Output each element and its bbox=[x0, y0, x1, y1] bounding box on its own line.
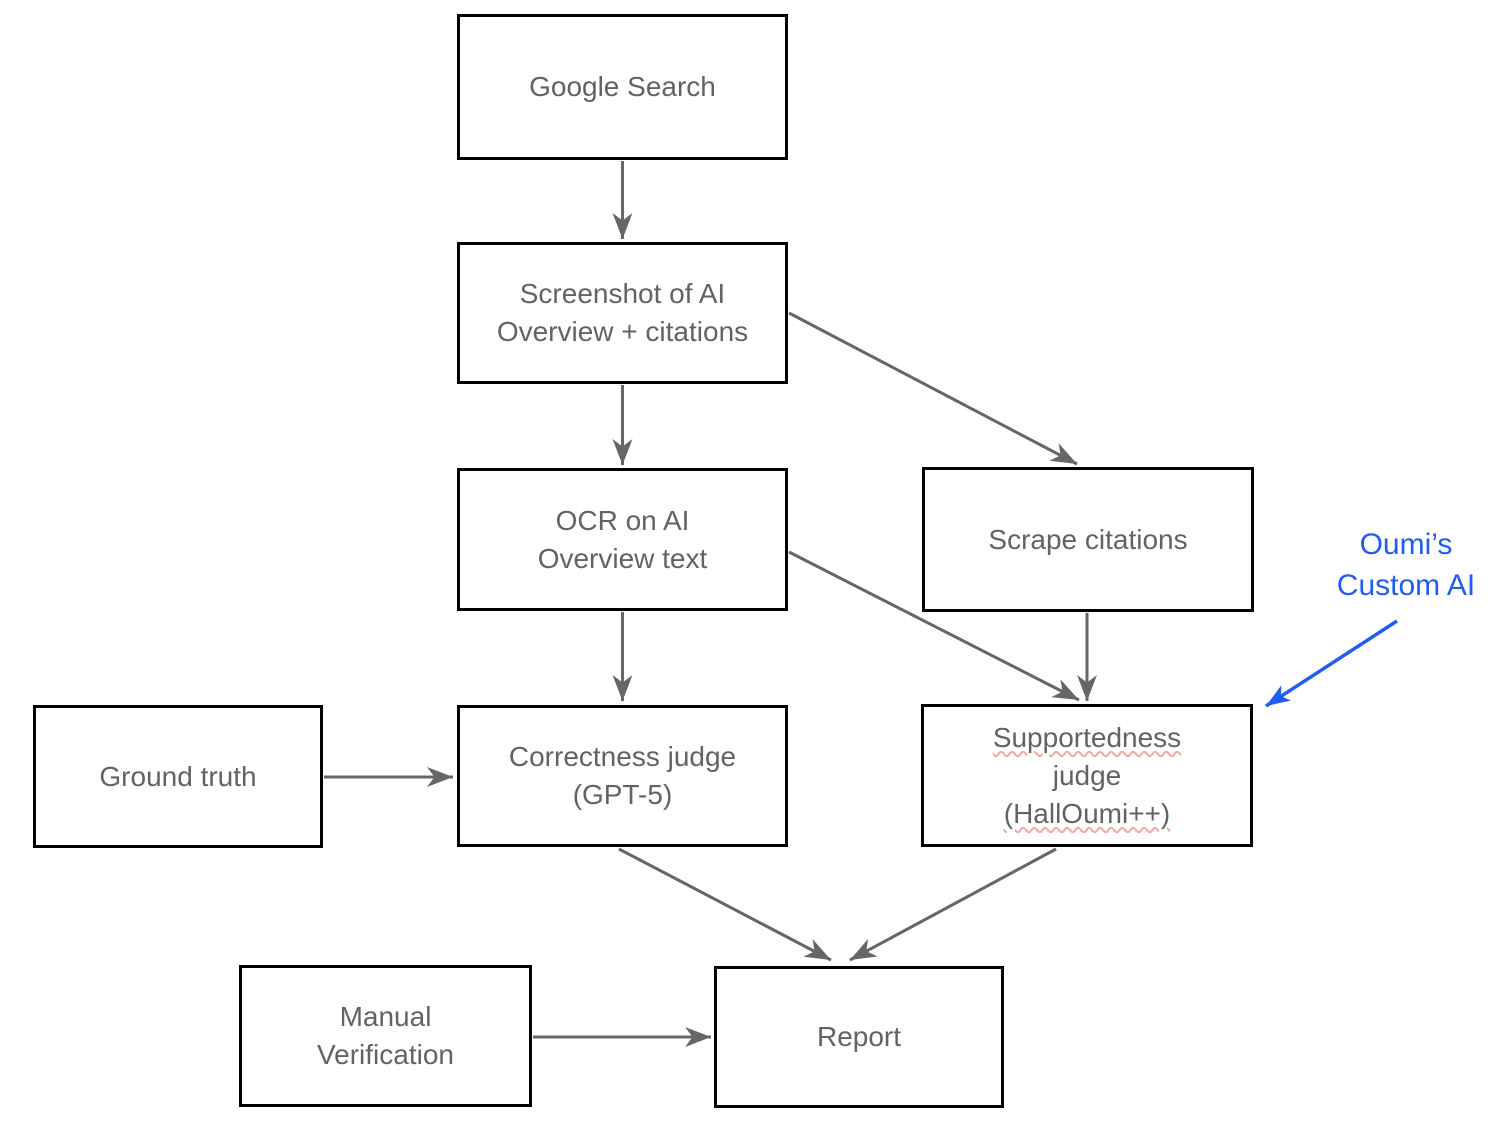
node-ocr-ai-overview-label: OCR on AI Overview text bbox=[538, 502, 708, 578]
arrow-correctness-judge-to-report bbox=[618, 847, 832, 962]
node-google-search-text: Google Search bbox=[529, 71, 716, 102]
node-correctness-line-2: (GPT-5) bbox=[572, 779, 673, 810]
node-correctness-judge: Correctness judge (GPT-5) bbox=[457, 705, 788, 847]
node-supportedness-line-2: judge bbox=[1052, 759, 1122, 791]
node-report-label: Report bbox=[817, 1018, 901, 1056]
node-supportedness-line-3: (HallOumi++) bbox=[1003, 797, 1171, 829]
node-ocr-line-2: Overview text bbox=[537, 542, 708, 574]
node-ground-truth-text: Ground truth bbox=[99, 760, 257, 792]
annotation-line-2: Custom AI bbox=[1336, 569, 1476, 602]
node-screenshot-line-2: Overview + citations bbox=[496, 316, 749, 347]
arrow-supportedness-judge-to-report bbox=[849, 847, 1057, 962]
node-ground-truth: Ground truth bbox=[33, 705, 323, 848]
node-manual-line-2: Verification bbox=[317, 1039, 454, 1070]
node-manual-verification: Manual Verification bbox=[239, 965, 532, 1107]
node-scrape-citations-label: Scrape citations bbox=[988, 521, 1187, 559]
node-ground-truth-label: Ground truth bbox=[99, 758, 256, 796]
node-scrape-citations-text: Scrape citations bbox=[988, 523, 1188, 555]
node-google-search: Google Search bbox=[457, 14, 788, 160]
annotation-oumis-custom-ai: Oumi’s Custom AI bbox=[1300, 524, 1512, 606]
node-manual-verification-label: Manual Verification bbox=[317, 998, 454, 1074]
node-report: Report bbox=[714, 966, 1004, 1108]
arrow-ocr-to-supportedness-judge bbox=[788, 550, 1080, 702]
node-manual-line-1: Manual bbox=[339, 1001, 432, 1032]
arrow-screenshot-to-scrape-citations bbox=[788, 311, 1078, 466]
annotation-line-1: Oumi’s bbox=[1359, 528, 1453, 561]
node-supportedness-judge-label: Supportedness judge (HallOumi++) bbox=[993, 719, 1181, 833]
node-ocr-line-1: OCR on AI bbox=[555, 504, 690, 536]
node-google-search-label: Google Search bbox=[529, 68, 716, 106]
node-screenshot-ai-overview-label: Screenshot of AI Overview + citations bbox=[497, 275, 748, 351]
node-supportedness-line-1: Supportedness bbox=[992, 721, 1182, 753]
node-ocr-ai-overview: OCR on AI Overview text bbox=[457, 468, 788, 611]
node-report-text: Report bbox=[816, 1021, 902, 1052]
node-correctness-judge-label: Correctness judge (GPT-5) bbox=[509, 738, 736, 814]
node-screenshot-line-1: Screenshot of AI bbox=[519, 278, 726, 309]
node-supportedness-judge: Supportedness judge (HallOumi++) bbox=[921, 704, 1253, 847]
node-screenshot-ai-overview: Screenshot of AI Overview + citations bbox=[457, 242, 788, 384]
node-scrape-citations: Scrape citations bbox=[922, 467, 1254, 612]
node-correctness-line-1: Correctness judge bbox=[508, 741, 737, 772]
arrow-annotation-to-supportedness-judge bbox=[1265, 619, 1398, 708]
